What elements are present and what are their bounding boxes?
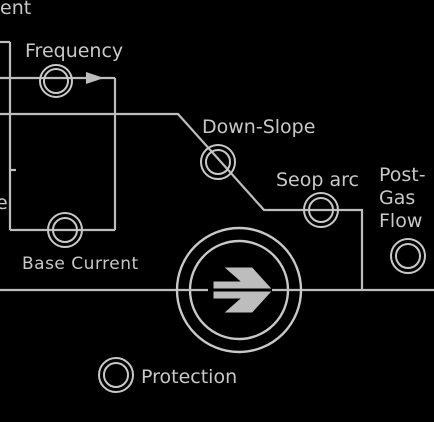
protection-label: Protection bbox=[141, 366, 237, 388]
led-indicator-icon bbox=[200, 144, 236, 180]
post-gas-label-line2: Gas bbox=[379, 187, 415, 209]
down-slope-knob[interactable] bbox=[199, 143, 237, 181]
post-gas-flow-knob[interactable] bbox=[389, 237, 427, 275]
post-gas-label-line1: Post- bbox=[379, 164, 426, 186]
down-slope-label: Down-Slope bbox=[202, 116, 315, 138]
led-indicator-icon bbox=[390, 238, 426, 274]
led-indicator-icon bbox=[39, 64, 73, 98]
protection-indicator bbox=[98, 357, 134, 393]
frequency-arrow-icon bbox=[86, 72, 104, 84]
frequency-knob[interactable] bbox=[38, 63, 74, 99]
post-gas-label-line3: Flow bbox=[379, 210, 422, 232]
arrow-right-icon bbox=[208, 267, 273, 313]
current-label-partial: ent bbox=[0, 0, 31, 19]
led-indicator-icon bbox=[303, 192, 339, 228]
main-control-knob[interactable] bbox=[175, 226, 303, 354]
base-current-knob[interactable] bbox=[46, 211, 84, 249]
led-indicator-icon bbox=[47, 212, 83, 248]
edge-label-partial: e bbox=[0, 192, 8, 214]
led-indicator-icon bbox=[98, 357, 134, 393]
frequency-label: Frequency bbox=[25, 40, 123, 62]
seop-arc-label: Seop arc bbox=[276, 169, 359, 191]
base-current-label: Base Current bbox=[22, 254, 139, 274]
seop-arc-knob[interactable] bbox=[302, 191, 340, 229]
